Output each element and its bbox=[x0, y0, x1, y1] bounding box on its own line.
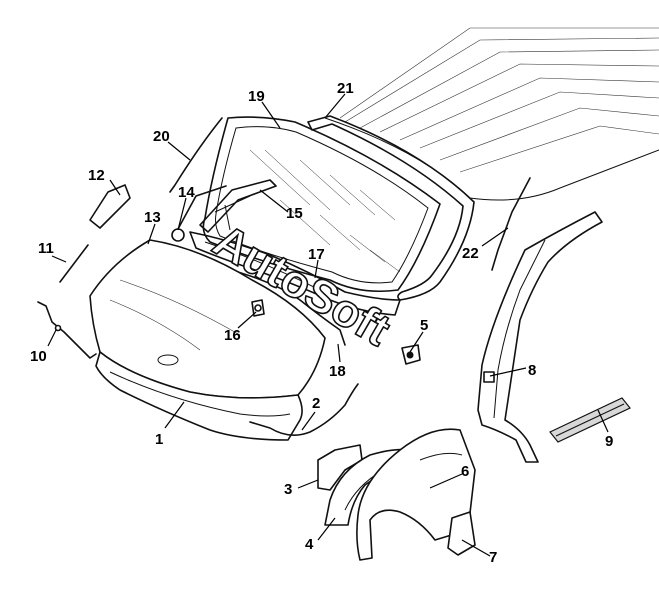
prop-rod bbox=[59, 244, 89, 283]
mounting-bracket bbox=[401, 344, 421, 365]
roof-antenna bbox=[491, 177, 531, 271]
release-cable bbox=[37, 301, 97, 359]
callout-16: 16 bbox=[224, 327, 241, 344]
washer-line bbox=[249, 383, 359, 436]
callout-14: 14 bbox=[178, 184, 195, 201]
callout-17: 17 bbox=[308, 246, 325, 263]
callout-4: 4 bbox=[305, 536, 314, 553]
cowl-panel bbox=[189, 231, 401, 316]
callout-2: 2 bbox=[312, 395, 320, 412]
callout-8: 8 bbox=[528, 362, 536, 379]
front-fender bbox=[356, 428, 476, 561]
callout-6: 6 bbox=[461, 463, 469, 480]
front-bumper bbox=[95, 351, 303, 441]
callout-7: 7 bbox=[489, 549, 497, 566]
callout-13: 13 bbox=[144, 209, 161, 226]
callout-3: 3 bbox=[284, 481, 292, 498]
callout-12: 12 bbox=[88, 167, 105, 184]
callout-9: 9 bbox=[605, 433, 613, 450]
sill-strip bbox=[549, 397, 631, 443]
callout-22: 22 bbox=[462, 245, 479, 262]
callout-5: 5 bbox=[420, 317, 428, 334]
mudflap bbox=[447, 511, 476, 556]
wiper-arms bbox=[199, 179, 277, 233]
windshield-seal bbox=[307, 115, 475, 301]
callout-15: 15 bbox=[286, 205, 303, 222]
callout-10: 10 bbox=[30, 348, 47, 365]
leader-lines bbox=[47, 93, 609, 557]
callout-19: 19 bbox=[248, 88, 265, 105]
callout-21: 21 bbox=[337, 80, 354, 97]
callout-20: 20 bbox=[153, 128, 170, 145]
a-pillar bbox=[477, 211, 603, 463]
callout-18: 18 bbox=[329, 363, 346, 380]
hood-latch bbox=[251, 299, 265, 317]
callout-1: 1 bbox=[155, 431, 163, 448]
hinge-bracket bbox=[89, 184, 131, 229]
roof-outline bbox=[324, 27, 659, 201]
side-moulding-strip bbox=[169, 117, 223, 193]
callout-11: 11 bbox=[38, 240, 54, 257]
